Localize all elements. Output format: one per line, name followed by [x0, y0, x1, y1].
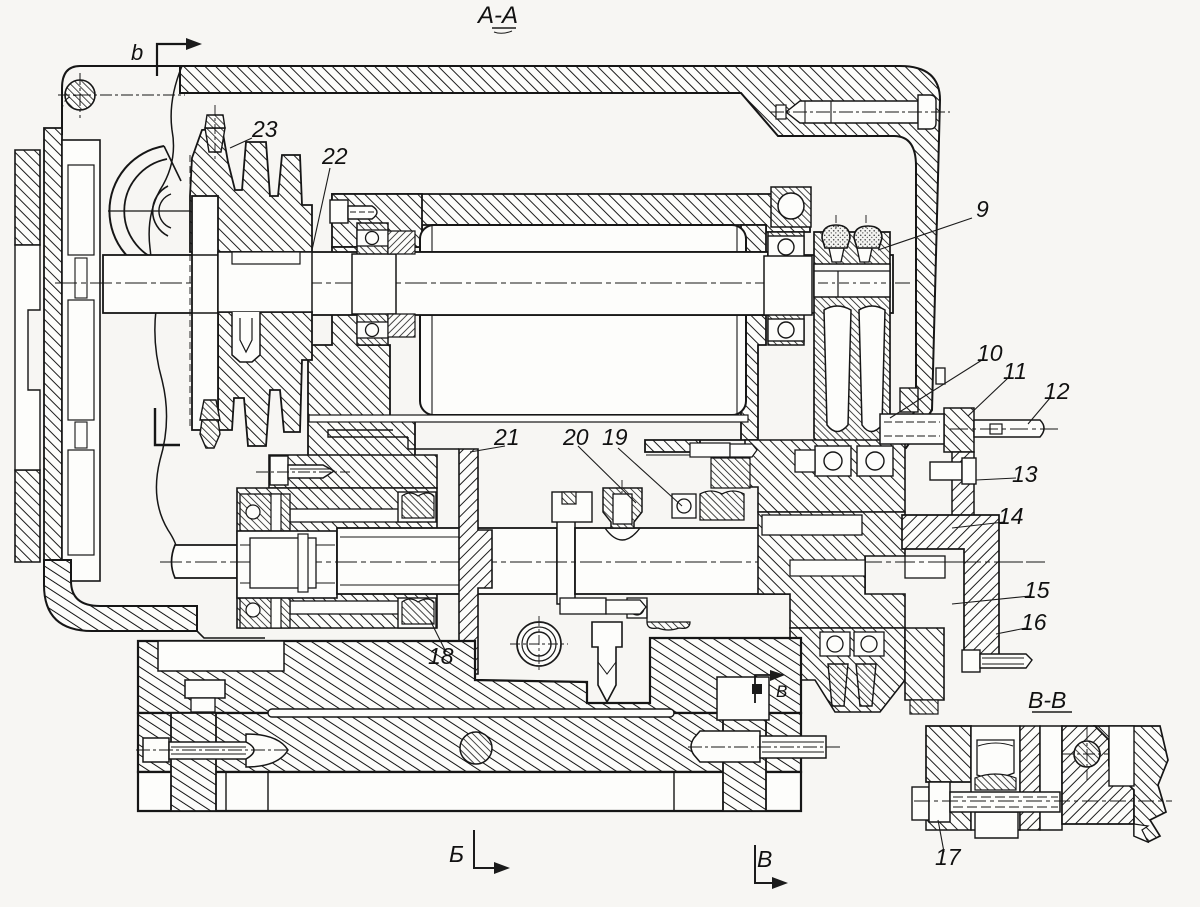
- svg-text:А-А: А-А: [476, 2, 518, 29]
- svg-text:16: 16: [1021, 609, 1047, 635]
- svg-text:В: В: [776, 682, 787, 701]
- svg-text:Б: Б: [449, 841, 464, 867]
- svg-text:15: 15: [1024, 577, 1050, 603]
- svg-text:В: В: [757, 846, 772, 872]
- svg-text:В-В: В-В: [1028, 687, 1066, 713]
- svg-text:13: 13: [1012, 461, 1038, 487]
- svg-text:10: 10: [977, 340, 1003, 366]
- svg-text:22: 22: [321, 143, 348, 169]
- svg-text:21: 21: [493, 424, 520, 450]
- svg-text:17: 17: [935, 844, 962, 870]
- svg-text:23: 23: [251, 116, 278, 142]
- svg-text:b: b: [131, 40, 143, 65]
- svg-text:12: 12: [1044, 378, 1070, 404]
- svg-text:18: 18: [428, 643, 454, 669]
- svg-text:11: 11: [1003, 358, 1027, 384]
- svg-text:9: 9: [976, 196, 989, 222]
- svg-text:14: 14: [998, 503, 1024, 529]
- svg-text:19: 19: [602, 424, 628, 450]
- svg-text:20: 20: [562, 424, 589, 450]
